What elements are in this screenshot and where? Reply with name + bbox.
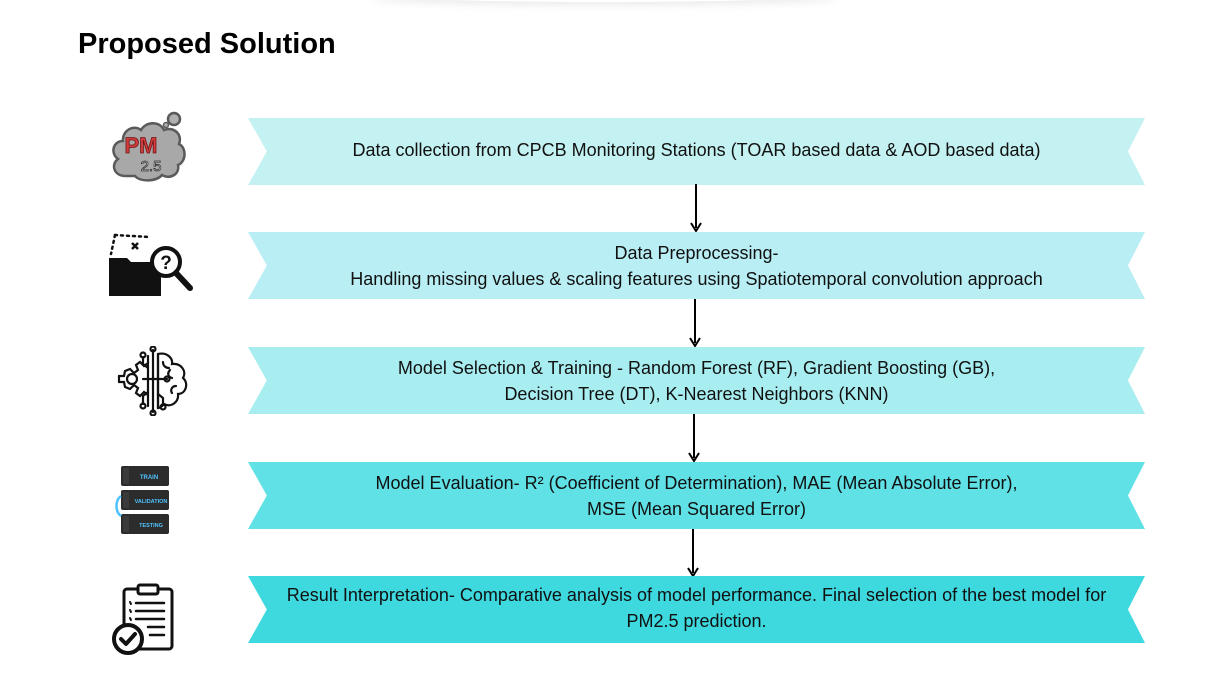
step-result-interpretation: Result Interpretation- Comparative analy… xyxy=(248,576,1145,643)
step-text-line: Result Interpretation- Comparative analy… xyxy=(286,584,1107,605)
top-shadow-decoration xyxy=(370,0,840,2)
arrow-down-icon xyxy=(687,529,699,578)
step-text-line: PM2.5 prediction. xyxy=(626,610,767,631)
step-text-line: Data collection from CPCB Monitoring Sta… xyxy=(352,139,1041,160)
step-text-line: Decision Tree (DT), K-Nearest Neighbors … xyxy=(504,383,889,404)
step-data-preprocessing: Data Preprocessing- Handling missing val… xyxy=(248,232,1145,299)
server-validation-label: VALIDATION xyxy=(135,499,168,505)
arrow-down-icon xyxy=(689,299,701,348)
folder-search-icon: ? xyxy=(107,228,197,300)
step-text-line: Handling missing values & scaling featur… xyxy=(350,268,1043,289)
step-text-line: Model Selection & Training - Random Fore… xyxy=(397,357,996,378)
pm25-cloud-icon: PM 2.5 xyxy=(108,108,188,184)
step-model-selection-training: Model Selection & Training - Random Fore… xyxy=(248,347,1145,414)
step-text-line: MSE (Mean Squared Error) xyxy=(586,498,807,519)
brain-circuit-icon xyxy=(115,345,191,417)
step-text-line: Model Evaluation- R² (Coefficient of Det… xyxy=(375,472,1018,493)
step-data-collection: Data collection from CPCB Monitoring Sta… xyxy=(248,118,1145,185)
server-testing-label: TESTING xyxy=(139,523,163,529)
pm-size-label: 2.5 xyxy=(141,158,162,175)
arrow-down-icon xyxy=(690,184,702,233)
server-train-label: TRAIN xyxy=(140,475,158,481)
page-title: Proposed Solution xyxy=(78,28,336,60)
step-text-line: Data Preprocessing- xyxy=(614,242,779,263)
step-model-evaluation: Model Evaluation- R² (Coefficient of Det… xyxy=(248,462,1145,529)
arrow-down-icon xyxy=(688,414,700,463)
server-stack-icon: TRAIN VALIDATION TESTING xyxy=(113,464,173,538)
clipboard-check-icon xyxy=(110,583,178,657)
svg-text:?: ? xyxy=(160,253,172,274)
pm-label: PM xyxy=(125,133,158,158)
